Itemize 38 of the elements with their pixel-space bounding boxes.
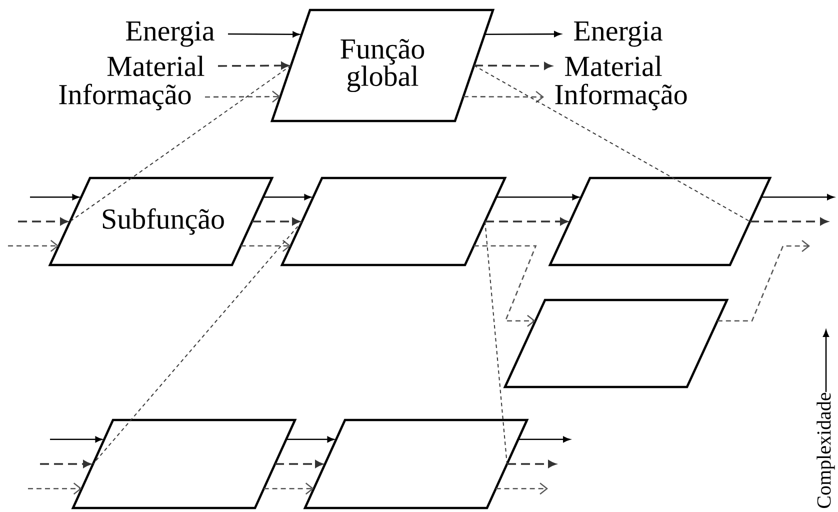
arrow xyxy=(474,245,537,327)
arrow xyxy=(761,194,834,200)
flow-label: Informação xyxy=(555,84,687,110)
arrow xyxy=(496,482,548,495)
arrow xyxy=(28,482,82,495)
arrow xyxy=(474,62,552,70)
arrow xyxy=(40,460,91,468)
connector-line xyxy=(474,65,750,222)
arrow xyxy=(30,194,80,200)
arrow xyxy=(750,218,828,226)
arrow xyxy=(18,218,68,226)
arrow xyxy=(507,460,556,468)
arrow xyxy=(263,194,312,200)
flow-label: Energia xyxy=(126,21,214,47)
axis-label: Complexidade xyxy=(816,392,835,508)
flow-label: Energia xyxy=(574,21,662,47)
connector-line xyxy=(484,221,508,464)
connector-line xyxy=(70,65,292,222)
arrow xyxy=(275,460,323,468)
arrow xyxy=(8,240,59,252)
arrow xyxy=(205,90,280,103)
arrow xyxy=(228,31,300,38)
flow-label: Informação xyxy=(59,84,191,110)
arrow xyxy=(218,62,289,70)
arrow xyxy=(717,240,810,322)
flow-label: Material xyxy=(107,56,204,76)
arrow xyxy=(264,482,314,495)
arrow xyxy=(485,218,568,226)
arrow xyxy=(463,91,544,103)
arrow xyxy=(484,31,562,38)
arrow xyxy=(252,218,300,226)
arrow xyxy=(496,194,580,200)
arrow xyxy=(518,436,570,442)
arrow xyxy=(240,240,291,252)
arrow xyxy=(50,436,102,442)
arrow xyxy=(286,436,334,442)
flow-label: Material xyxy=(565,56,662,76)
connector-line xyxy=(92,221,302,464)
